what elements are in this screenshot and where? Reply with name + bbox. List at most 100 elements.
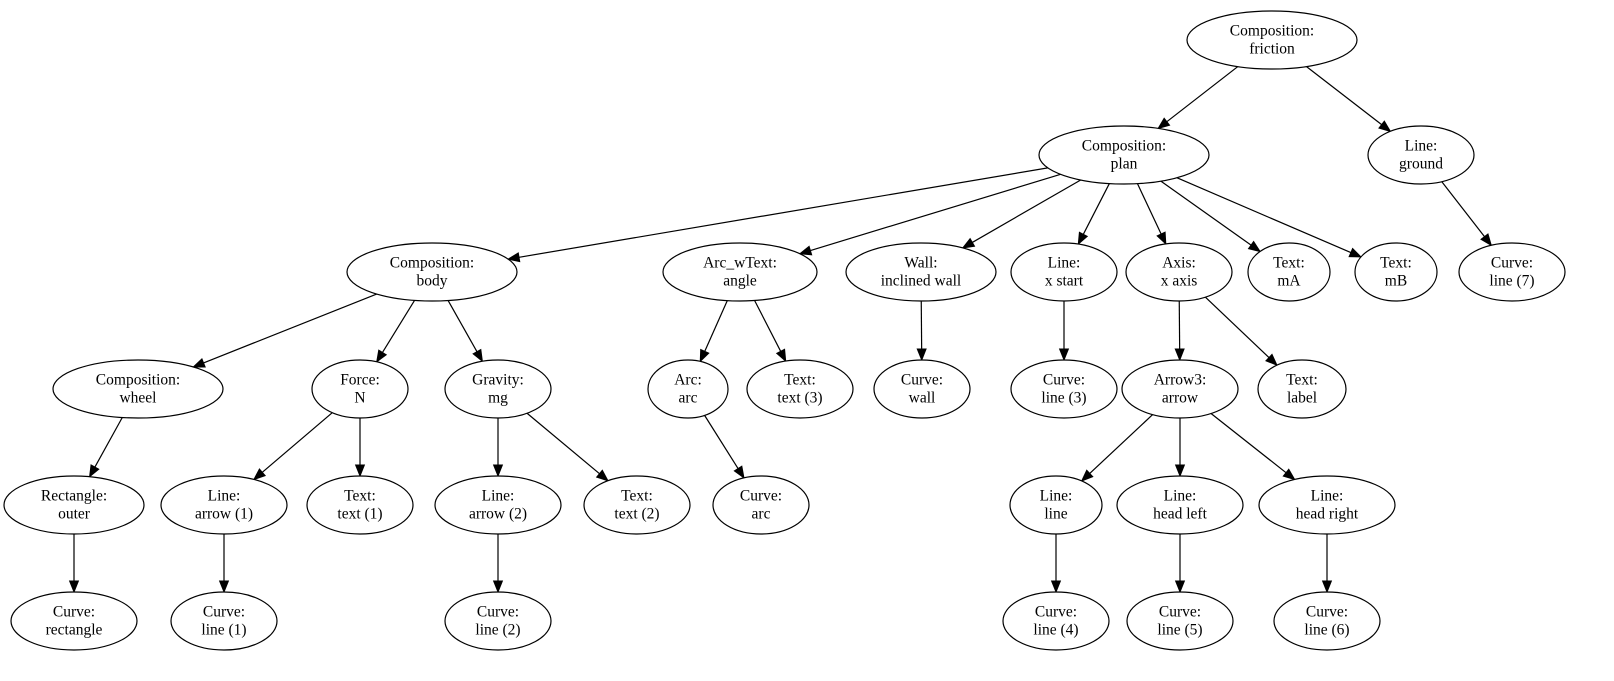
edge-arrowhead-icon — [492, 464, 504, 478]
node-ellipse[interactable] — [1354, 242, 1438, 302]
node-ellipse[interactable] — [434, 475, 562, 535]
graph-edge — [492, 418, 504, 478]
node-ellipse[interactable] — [1258, 475, 1396, 535]
graph-node-wheel[interactable]: Composition:wheel — [52, 359, 224, 419]
graph-node-crectangle[interactable]: Curve:rectangle — [10, 591, 138, 651]
node-ellipse[interactable] — [306, 475, 414, 535]
graph-edge — [1176, 177, 1363, 258]
node-ellipse[interactable] — [444, 359, 552, 419]
node-ellipse[interactable] — [10, 591, 138, 651]
edge-arrowhead-icon — [1080, 469, 1094, 482]
edge-arrowhead-icon — [595, 469, 609, 482]
node-ellipse[interactable] — [647, 359, 729, 419]
node-ellipse[interactable] — [52, 359, 224, 419]
graph-node-label[interactable]: Text:label — [1257, 359, 1347, 419]
node-label-name: head left — [1153, 506, 1207, 523]
node-ellipse[interactable] — [1121, 359, 1239, 419]
edge-arrowhead-icon — [1058, 348, 1070, 362]
graph-node-arc[interactable]: Arc:arc — [647, 359, 729, 419]
edge-line — [1089, 414, 1154, 474]
node-ellipse[interactable] — [1010, 242, 1118, 302]
graph-node-arrow1[interactable]: Line:arrow (1) — [160, 475, 288, 535]
node-label-name: text (2) — [614, 506, 659, 523]
node-label-name: text (1) — [337, 506, 382, 523]
node-ellipse[interactable] — [1010, 359, 1118, 419]
graph-node-mB[interactable]: Text:mB — [1354, 242, 1438, 302]
node-ellipse[interactable] — [873, 359, 971, 419]
node-ellipse[interactable] — [712, 475, 810, 535]
graph-node-cline4[interactable]: Curve:line (4) — [1002, 591, 1110, 651]
graph-edge — [704, 415, 745, 480]
graph-node-mA[interactable]: Text:mA — [1247, 242, 1331, 302]
node-ellipse[interactable] — [1126, 591, 1234, 651]
node-ellipse[interactable] — [1247, 242, 1331, 302]
node-ellipse[interactable] — [1116, 475, 1244, 535]
node-ellipse[interactable] — [160, 475, 288, 535]
graph-edge — [1058, 301, 1070, 362]
node-ellipse[interactable] — [662, 242, 818, 302]
node-ellipse[interactable] — [1273, 591, 1381, 651]
node-ellipse[interactable] — [170, 591, 278, 651]
node-ellipse[interactable] — [444, 591, 552, 651]
graph-node-cline6[interactable]: Curve:line (6) — [1273, 591, 1381, 651]
node-label-type: Text: — [1286, 372, 1318, 389]
graph-node-lineline[interactable]: Line:line — [1009, 475, 1103, 535]
node-ellipse[interactable] — [845, 242, 997, 302]
graph-node-forceN[interactable]: Force:N — [311, 359, 409, 419]
graph-node-xstart[interactable]: Line:x start — [1010, 242, 1118, 302]
edge-arrowhead-icon — [1282, 468, 1296, 481]
node-ellipse[interactable] — [1009, 475, 1103, 535]
graph-edge — [1321, 534, 1333, 594]
graph-node-curvewall[interactable]: Curve:wall — [873, 359, 971, 419]
edge-arrowhead-icon — [1077, 231, 1089, 246]
graph-node-cline1[interactable]: Curve:line (1) — [170, 591, 278, 651]
node-label-type: Gravity: — [472, 372, 524, 389]
node-ellipse[interactable] — [583, 475, 691, 535]
edge-arrowhead-icon — [1174, 464, 1186, 478]
graph-node-friction[interactable]: Composition:friction — [1186, 10, 1358, 70]
graph-node-headright[interactable]: Line:head right — [1258, 475, 1396, 535]
graph-node-angle[interactable]: Arc_wText:angle — [662, 242, 818, 302]
graph-edge — [1210, 413, 1296, 481]
graph-node-rectouter[interactable]: Rectangle:outer — [3, 475, 145, 535]
graph-node-arrow2[interactable]: Line:arrow (2) — [434, 475, 562, 535]
edge-line — [518, 167, 1048, 258]
graph-node-body[interactable]: Composition:body — [346, 242, 518, 302]
graph-node-gravity[interactable]: Gravity:mg — [444, 359, 552, 419]
graph-node-ground[interactable]: Line:ground — [1367, 125, 1475, 185]
graph-node-plan[interactable]: Composition:plan — [1038, 125, 1210, 185]
graph-node-curvearc[interactable]: Curve:arc — [712, 475, 810, 535]
edge-line — [754, 300, 782, 352]
node-ellipse[interactable] — [1367, 125, 1475, 185]
graph-node-cline2[interactable]: Curve:line (2) — [444, 591, 552, 651]
node-ellipse[interactable] — [311, 359, 409, 419]
graph-node-inclined[interactable]: Wall:inclined wall — [845, 242, 997, 302]
node-label-type: Curve: — [53, 604, 95, 621]
node-ellipse[interactable] — [346, 242, 518, 302]
node-label-name: line (4) — [1033, 622, 1078, 639]
graph-edge — [798, 173, 1061, 256]
node-ellipse[interactable] — [1002, 591, 1110, 651]
graph-node-text3[interactable]: Text:text (3) — [746, 359, 854, 419]
graph-node-text2[interactable]: Text:text (2) — [583, 475, 691, 535]
edge-arrowhead-icon — [1348, 247, 1363, 258]
graph-node-headleft[interactable]: Line:head left — [1116, 475, 1244, 535]
node-ellipse[interactable] — [1038, 125, 1210, 185]
node-label-type: Text: — [784, 372, 816, 389]
graph-node-line3[interactable]: Curve:line (3) — [1010, 359, 1118, 419]
node-ellipse[interactable] — [1458, 242, 1566, 302]
graph-node-text1[interactable]: Text:text (1) — [306, 475, 414, 535]
graph-node-cline5[interactable]: Curve:line (5) — [1126, 591, 1234, 651]
graph-node-arrow3[interactable]: Arrow3:arrow — [1121, 359, 1239, 419]
graph-edge — [252, 412, 333, 481]
node-ellipse[interactable] — [1257, 359, 1347, 419]
node-ellipse[interactable] — [746, 359, 854, 419]
graph-node-xaxis[interactable]: Axis:x axis — [1125, 242, 1233, 302]
graph-node-line7[interactable]: Curve:line (7) — [1458, 242, 1566, 302]
edge-arrowhead-icon — [1156, 231, 1167, 246]
graph-edge — [1160, 180, 1262, 253]
node-ellipse[interactable] — [1125, 242, 1233, 302]
node-ellipse[interactable] — [1186, 10, 1358, 70]
edge-arrowhead-icon — [354, 464, 366, 478]
node-ellipse[interactable] — [3, 475, 145, 535]
